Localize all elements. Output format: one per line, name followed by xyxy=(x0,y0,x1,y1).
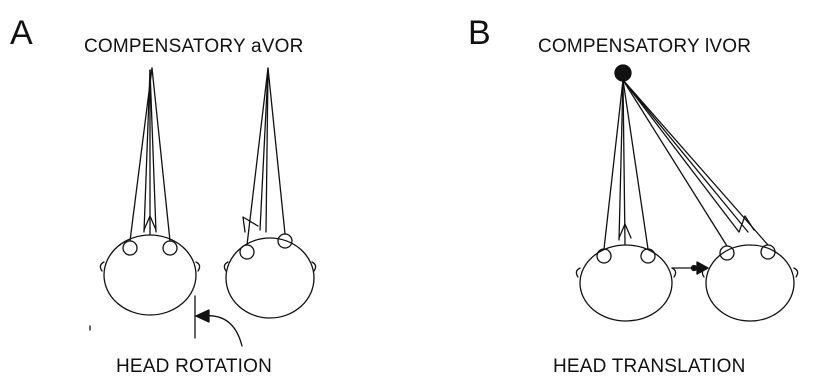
panel-a-head-1 xyxy=(100,68,199,315)
panel-b-head-2-gaze-left xyxy=(623,80,727,246)
panel-a-head-1-left-ear xyxy=(100,262,104,271)
panel-b-head-1-left-ear xyxy=(576,268,580,277)
panel-a-head-1-gaze-right xyxy=(152,68,170,241)
panel-b-head-2-right-eye xyxy=(761,245,775,259)
target-dot xyxy=(615,65,631,81)
panel-b-head-1-right-ear xyxy=(672,268,676,277)
panel-b-head-1-gaze-left xyxy=(604,80,623,249)
panel-b-head-1-right-eye xyxy=(641,249,655,263)
panel-a-head-2-left-eye xyxy=(240,245,254,259)
translation-arrow-dot xyxy=(692,266,697,271)
panel-a-head-1-right-ear xyxy=(196,262,200,271)
panel-b-head-1-outline xyxy=(580,245,672,321)
panel-b-head-2-axis-left xyxy=(623,80,739,232)
rotation-arrow xyxy=(195,296,242,346)
panel-b-head-2-outline xyxy=(706,245,794,321)
panel-a-head-2-outline xyxy=(226,238,314,318)
panel-a-head-2 xyxy=(224,68,315,318)
panel-b-head-2-gaze-right xyxy=(623,80,768,245)
panel-a-head-1-axis-left xyxy=(144,70,150,232)
panel-b-head-1-left-eye xyxy=(597,249,611,263)
panel-b-head-2 xyxy=(623,80,798,321)
panel-a-head-2-gaze-left xyxy=(247,68,268,245)
panel-b-head-2-right-ear xyxy=(794,268,798,277)
rotation-arrow-head xyxy=(196,310,209,322)
panel-b-head-1 xyxy=(576,80,675,321)
panel-a-head-1-outline xyxy=(104,235,196,315)
panel-b-head-1-axis xyxy=(623,80,625,244)
panel-a-head-1-right-eye xyxy=(163,241,177,255)
panel-a-head-1-left-eye xyxy=(123,241,137,255)
panel-b-head-1-axis-left xyxy=(619,80,623,240)
panel-a-head-2-gaze-right xyxy=(268,68,285,234)
panel-a-head-2-right-eye xyxy=(278,234,292,248)
